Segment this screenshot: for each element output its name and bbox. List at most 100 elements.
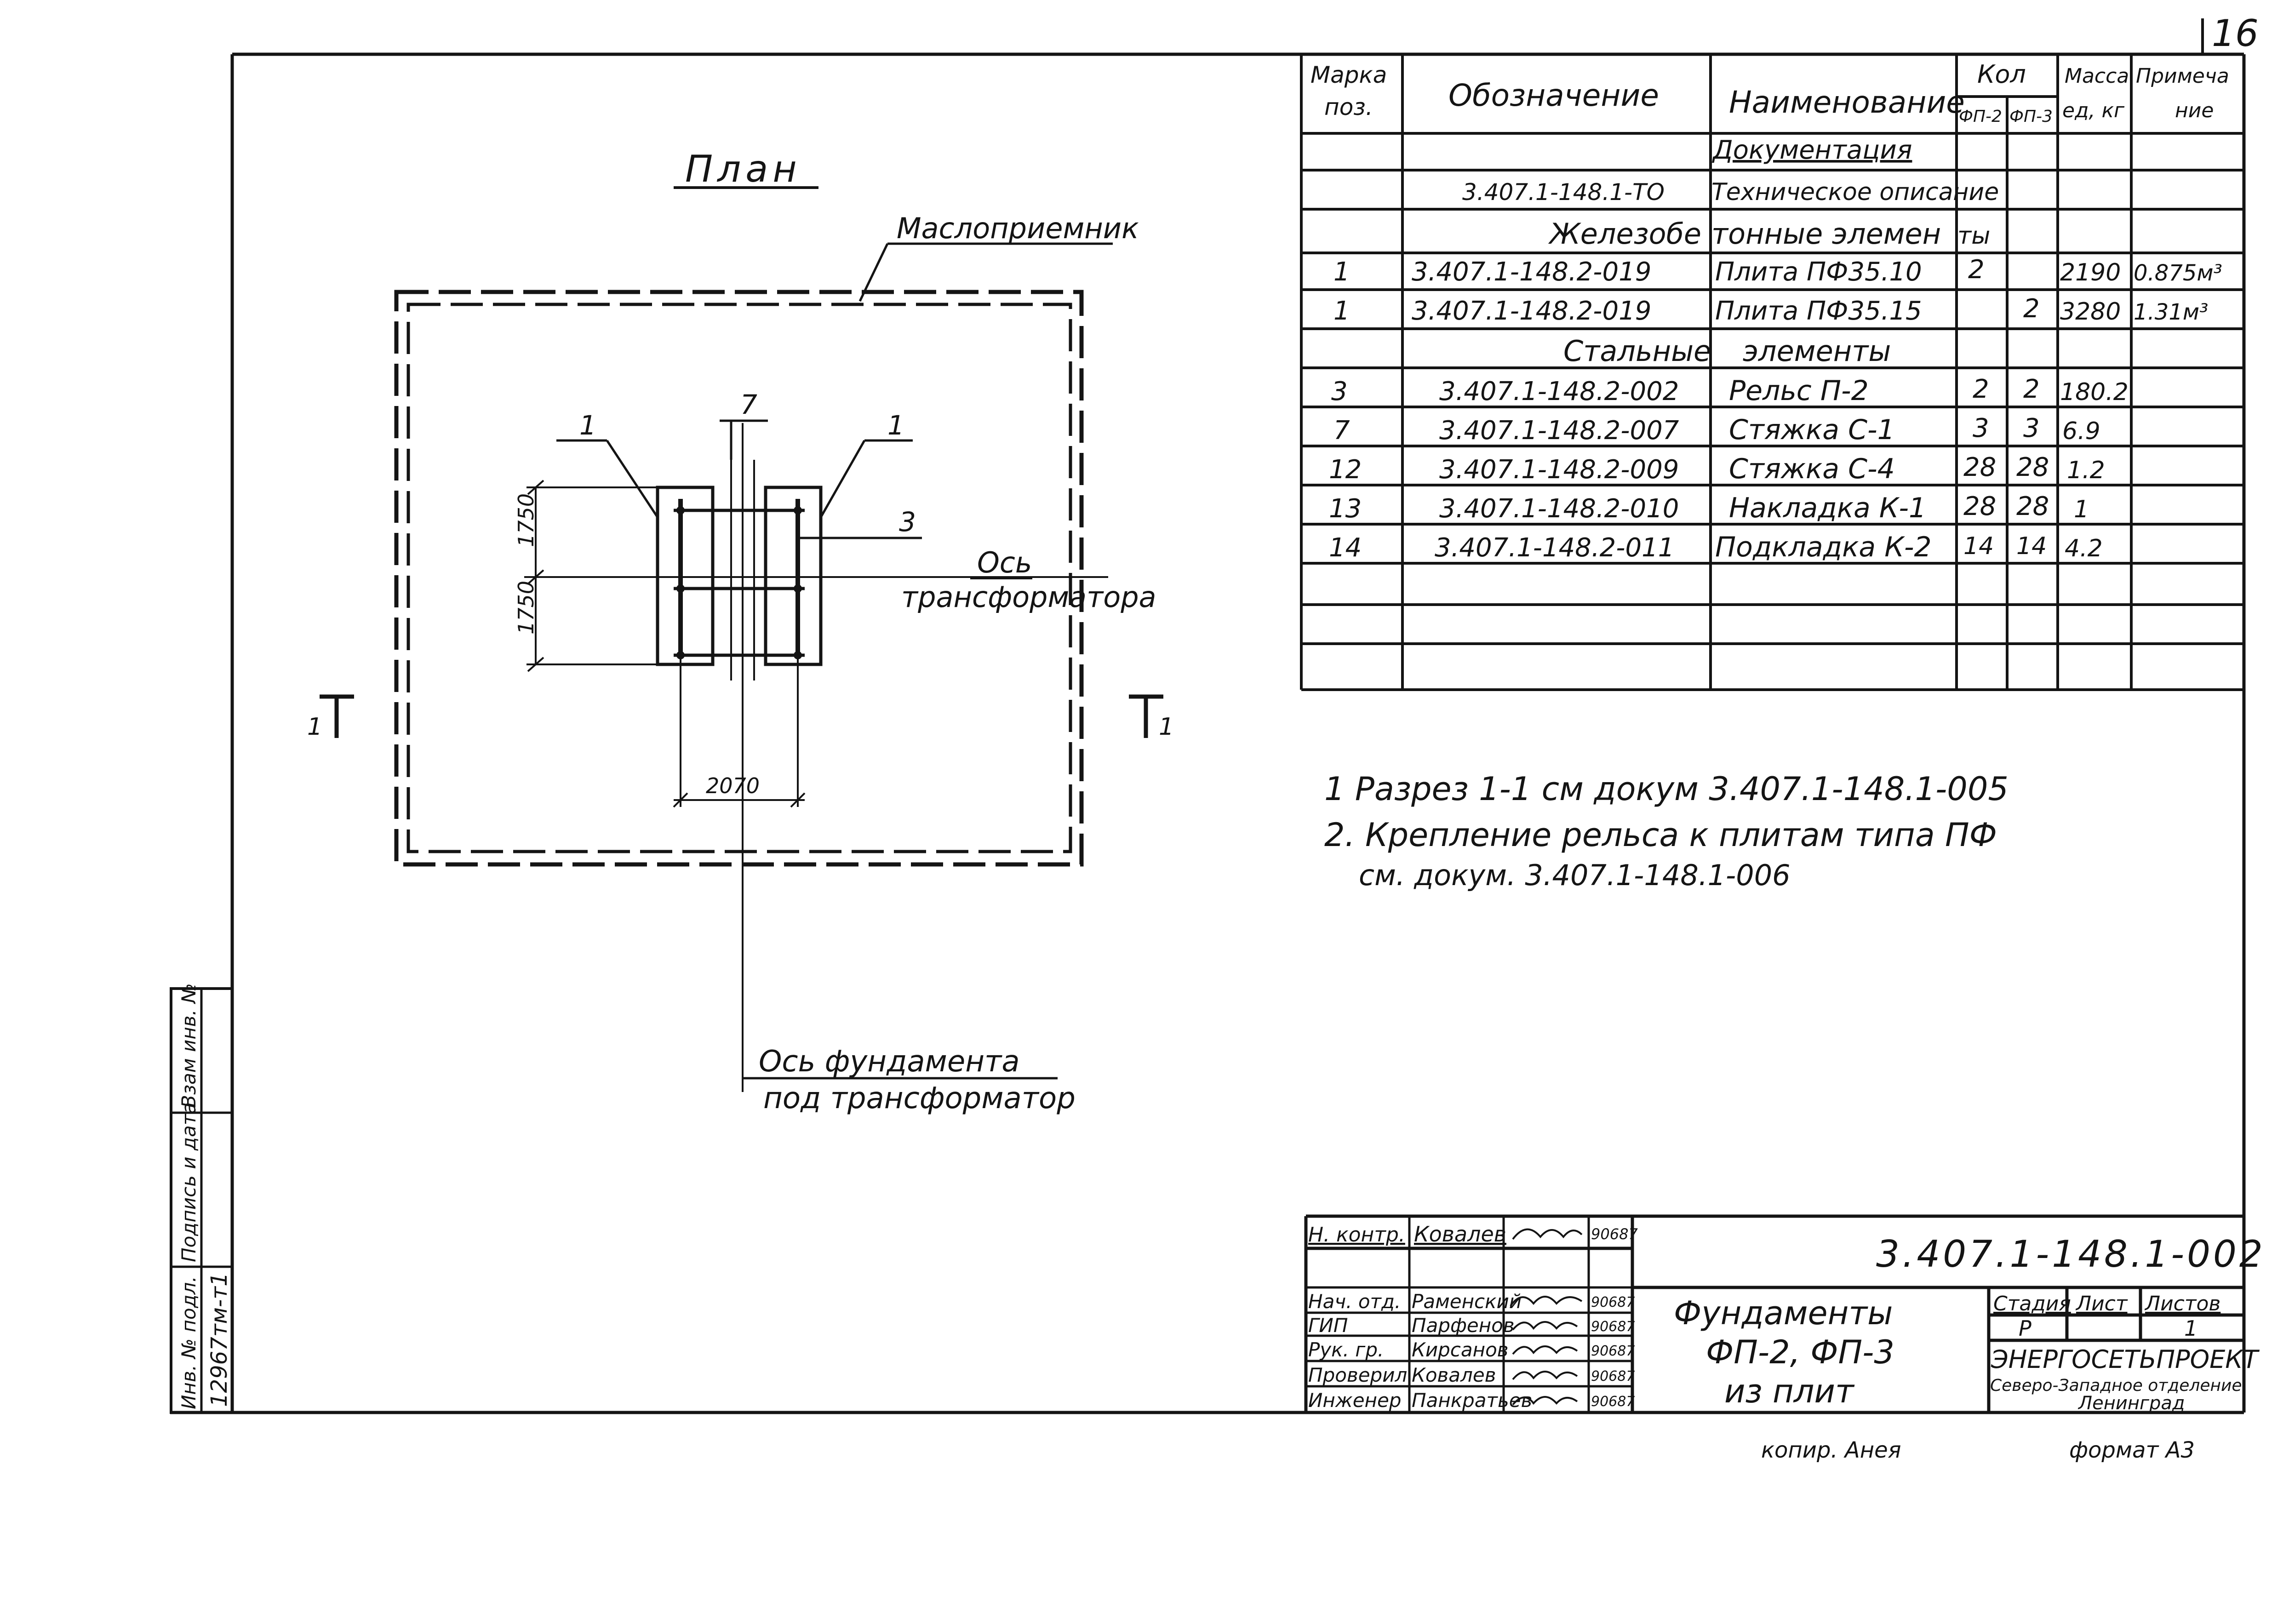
spec-table: Марка поз. Обозначение Наименование Кол … [1300, 54, 2244, 691]
svg-text:Стяжка С-4: Стяжка С-4 [1729, 453, 1895, 485]
svg-text:180.2: 180.2 [2060, 378, 2129, 406]
svg-text:Стяжка С-1: Стяжка С-1 [1729, 414, 1895, 446]
org-name: ЭНЕРГОСЕТЬПРОЕКТ [1991, 1345, 2260, 1374]
section-documentation: Документация [1711, 135, 1912, 165]
callout-1-right: 1 [887, 410, 904, 441]
svg-text:3.407.1-148.2-019: 3.407.1-148.2-019 [1412, 296, 1651, 326]
svg-text:1.2: 1.2 [2067, 457, 2105, 484]
svg-text:90687: 90687 [1591, 1394, 1635, 1410]
svg-text:90687: 90687 [1591, 1343, 1635, 1359]
stage-label: Стадия [1993, 1292, 2071, 1315]
sheets-label: Листов [2144, 1292, 2220, 1315]
oil-receiver-outline-outer [394, 290, 1084, 867]
steel-row: 12 3.407.1-148.2-009 Стяжка С-4 28 28 1.… [1329, 452, 2105, 485]
hdr-mass-2: ед, кг [2062, 99, 2125, 122]
title-block: Н. контр. Ковалев 90687 Нач. отд. Раменс… [1304, 1214, 2263, 1414]
svg-text:3.407.1-148.2-002: 3.407.1-148.2-002 [1439, 377, 1679, 406]
svg-text:3.407.1-148.2-010: 3.407.1-148.2-010 [1439, 494, 1679, 524]
svg-text:90687: 90687 [1591, 1294, 1635, 1310]
svg-text:Парфенов: Парфенов [1412, 1314, 1515, 1337]
svg-text:ГИП: ГИП [1308, 1314, 1348, 1337]
copier-note: копир. Анея [1761, 1437, 1901, 1463]
svg-text:1: 1 [2074, 496, 2089, 523]
hdr-note-1: Примеча [2136, 64, 2229, 88]
svg-text:Проверил: Проверил [1308, 1364, 1407, 1386]
plan-title: План [685, 148, 801, 190]
doc-row-designation: 3.407.1-148.1-ТО [1462, 179, 1665, 206]
oil-receiver-label: Маслоприемник [897, 212, 1139, 245]
hdr-note-2: ние [2175, 99, 2214, 122]
svg-text:28: 28 [2016, 492, 2049, 521]
svg-text:2: 2 [2023, 374, 2040, 404]
svg-text:Инженер: Инженер [1308, 1389, 1402, 1412]
concrete-row: 1 3.407.1-148.2-019 Плита ПФ35.10 2 2190… [1333, 255, 2222, 287]
dim-1750-bottom: 1750 [514, 581, 538, 635]
note-2: 2. Крепление рельса к плитам типа ПФ [1324, 816, 1997, 854]
hdr-mass-1: Масса [2065, 64, 2129, 88]
steel-row: 13 3.407.1-148.2-010 Накладка К-1 28 28 … [1329, 492, 2089, 524]
sheets-value: 1 [2184, 1316, 2197, 1341]
svg-text:Панкратьев: Панкратьев [1412, 1389, 1532, 1412]
inv-original-value: 12967тм-т1 [206, 1272, 232, 1407]
signature [1512, 1396, 1578, 1406]
steel-row: 7 3.407.1-148.2-007 Стяжка С-1 3 3 6.9 [1333, 413, 2100, 446]
note-3: см. докум. 3.407.1-148.1-006 [1359, 858, 1791, 892]
section-steel-right: элементы [1743, 334, 1891, 368]
svg-text:12: 12 [1329, 455, 1362, 485]
foundation-axis-label-2: под трансформатор [763, 1081, 1076, 1115]
svg-text:1: 1 [1159, 713, 1174, 741]
org-branch: Северо-Западное отделение [1990, 1376, 2242, 1395]
foundation-axis-label-1: Ось фундамента [759, 1045, 1020, 1079]
svg-text:Плита ПФ35.10: Плита ПФ35.10 [1715, 257, 1922, 287]
signature [1512, 1371, 1578, 1380]
section-steel-left: Стальные [1563, 334, 1711, 368]
section-mark-left: 1 [307, 694, 354, 741]
svg-text:2190: 2190 [2060, 259, 2121, 286]
hdr-name: Наименование [1729, 85, 1965, 120]
svg-text:Нач. отд.: Нач. отд. [1308, 1290, 1401, 1313]
svg-text:3: 3 [1973, 413, 1989, 443]
dim-1750-top: 1750 [514, 493, 538, 547]
signature [1512, 1321, 1578, 1331]
steel-row: 3 3.407.1-148.2-002 Рельс П-2 2 2 180.2 [1331, 374, 2129, 407]
svg-text:Ковалев: Ковалев [1412, 1364, 1496, 1386]
plate-left [656, 486, 715, 666]
svg-text:14: 14 [1963, 532, 1994, 560]
replace-inv-label: Взам инв. № [177, 983, 200, 1108]
signature-date-label: Подпись и дата [177, 1102, 200, 1262]
svg-text:Плита ПФ35.15: Плита ПФ35.15 [1715, 296, 1922, 326]
svg-text:3280: 3280 [2060, 298, 2121, 326]
callout-7: 7 [740, 389, 757, 420]
inv-original-label: Инв. № подл. [177, 1276, 200, 1409]
section-concrete-left: Железобе [1548, 217, 1701, 251]
svg-text:4.2: 4.2 [2065, 535, 2103, 562]
sheet-label: Лист [2075, 1292, 2128, 1315]
svg-text:1: 1 [1333, 296, 1350, 326]
signature [1512, 1228, 1583, 1240]
svg-text:28: 28 [1963, 452, 1996, 482]
concrete-row: 1 3.407.1-148.2-019 Плита ПФ35.15 2 3280… [1333, 294, 2208, 326]
svg-text:Н. контр.: Н. контр. [1308, 1223, 1405, 1247]
section-mark-right: 1 [1129, 694, 1174, 741]
svg-text:Рельс П-2: Рельс П-2 [1729, 375, 1869, 407]
format-note: формат А3 [2069, 1437, 2195, 1463]
svg-text:3.407.1-148.2-011: 3.407.1-148.2-011 [1435, 533, 1674, 563]
svg-text:28: 28 [1963, 492, 1996, 521]
callout-1-left: 1 [579, 410, 596, 441]
svg-text:Раменский: Раменский [1412, 1290, 1522, 1313]
notes: 1 Разрез 1-1 см докум 3.407.1-148.1-005 … [1324, 770, 2009, 892]
hdr-qty: Кол [1977, 60, 2026, 89]
svg-text:2: 2 [2023, 294, 2040, 324]
hdr-designation: Обозначение [1448, 78, 1659, 113]
steel-row: 14 3.407.1-148.2-011 Подкладка К-2 14 14… [1329, 531, 2103, 563]
callout-3: 3 [899, 506, 916, 538]
signature [1512, 1345, 1578, 1355]
svg-text:1: 1 [1333, 257, 1350, 287]
side-stamp: Взам инв. № Подпись и дата Инв. № подл. … [170, 983, 234, 1414]
svg-text:Рук. гр.: Рук. гр. [1308, 1338, 1384, 1361]
svg-text:3: 3 [2023, 413, 2040, 443]
svg-text:14: 14 [1329, 533, 1362, 563]
tb-row: Нач. отд. Раменский 90687 [1308, 1290, 1635, 1313]
hdr-marka-1: Марка [1310, 62, 1387, 88]
svg-text:Ковалев: Ковалев [1414, 1222, 1506, 1247]
